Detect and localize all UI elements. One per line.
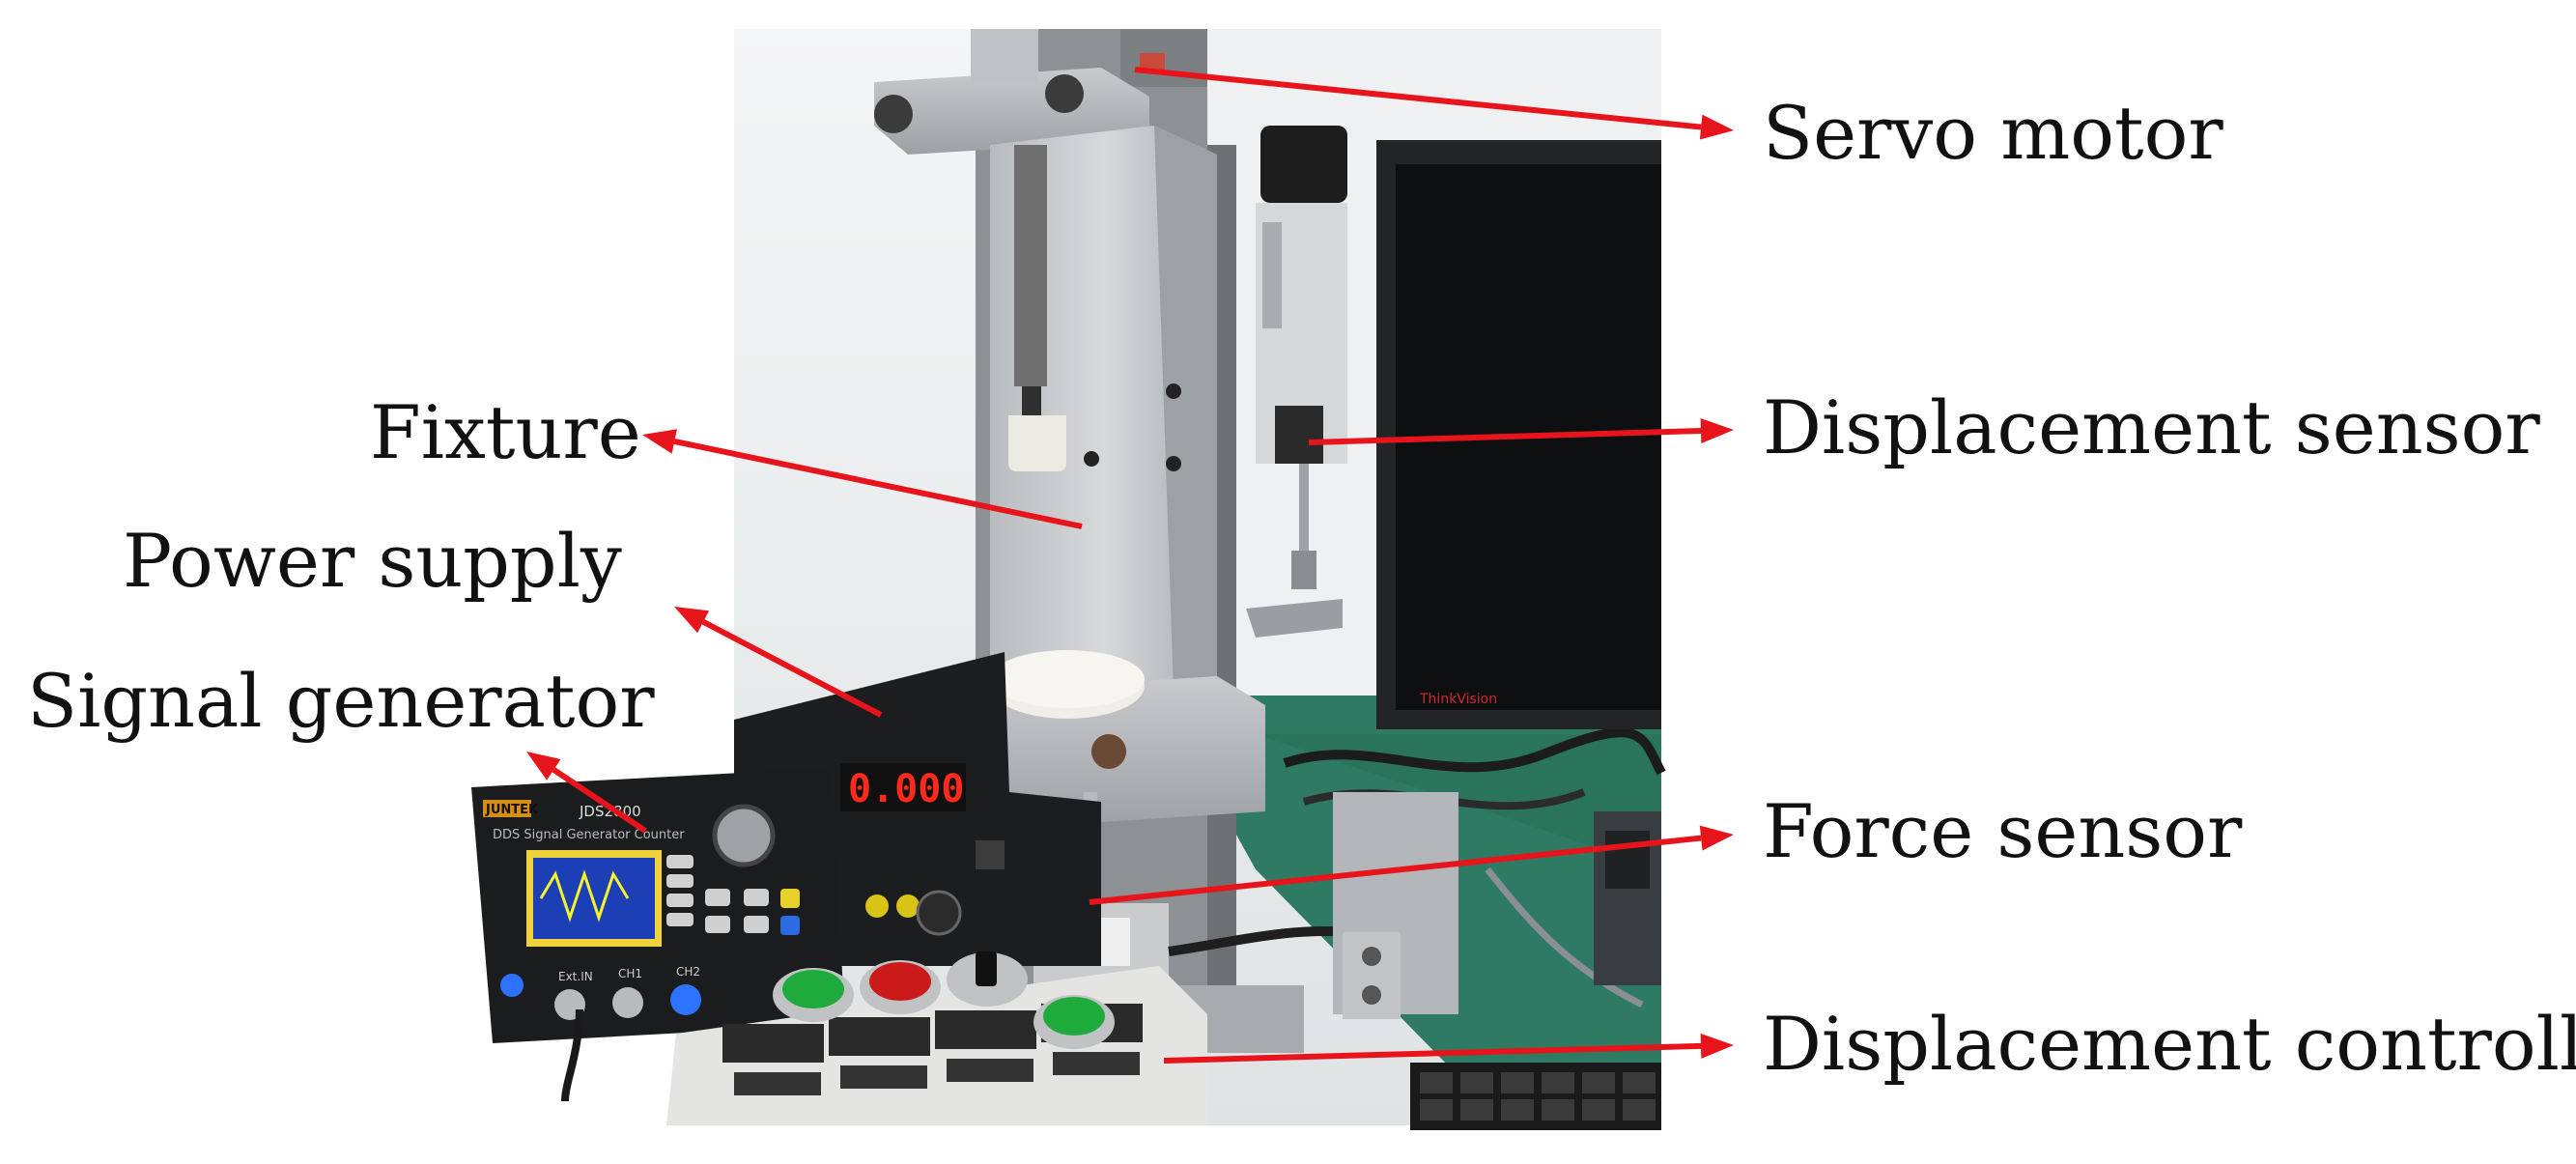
signal-generator-brand: JUNTEK — [485, 803, 539, 817]
label-power-supply: Power supply — [123, 518, 622, 604]
keyboard — [1410, 1063, 1661, 1130]
label-servo-motor: Servo motor — [1763, 90, 2223, 176]
displacement-controller-device — [666, 951, 1207, 1125]
port-ch1-label: CH1 — [618, 967, 642, 980]
label-force-sensor: Force sensor — [1763, 788, 2243, 874]
port-ext-in-label: Ext.IN — [558, 970, 593, 983]
displacement-sensor-device — [1246, 126, 1347, 638]
signal-generator-subtitle: DDS Signal Generator Counter — [493, 828, 685, 842]
monitor: ThinkVision — [1376, 140, 1661, 729]
port-ch2-label: CH2 — [676, 965, 700, 979]
monitor-brand-label: ThinkVision — [1419, 692, 1497, 707]
label-signal-generator: Signal generator — [27, 658, 655, 744]
signal-generator-device: JUNTEK JDS2800 DDS Signal Generator Coun… — [471, 768, 845, 1102]
label-displacement-controller: Displacement controller — [1763, 1001, 2576, 1087]
signal-generator-model: JDS2800 — [579, 803, 641, 820]
label-displacement-sensor: Displacement sensor — [1763, 384, 2540, 470]
power-supply-readout: 0.000 — [848, 767, 964, 811]
fixture-bracket — [874, 29, 1149, 155]
equipment-box-right — [1594, 811, 1661, 985]
label-fixture: Fixture — [370, 389, 641, 475]
